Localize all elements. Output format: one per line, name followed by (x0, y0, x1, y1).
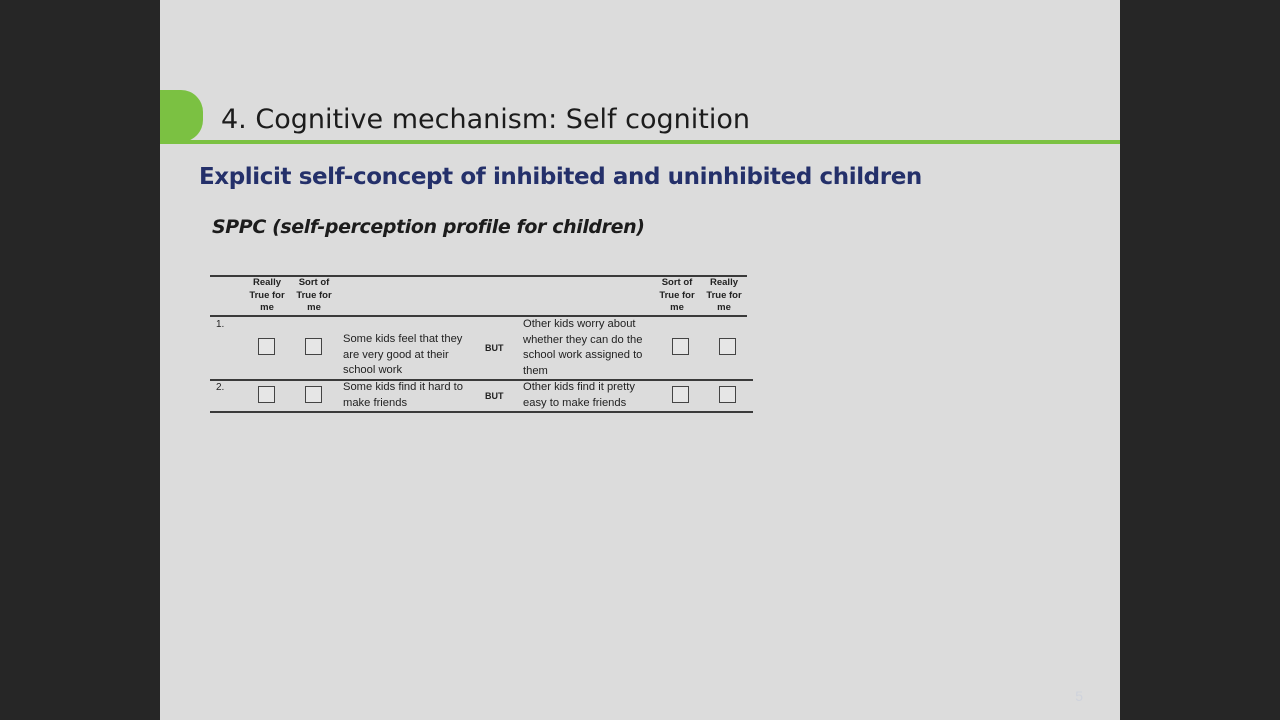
right-statement: Other kids worry about whether they can … (523, 318, 643, 377)
right-statement: Other kids find it pretty easy to make f… (523, 381, 635, 409)
checkbox-sort-of-true-left[interactable] (305, 386, 322, 403)
but-connector: BUT (485, 343, 504, 353)
table-top-rule (210, 275, 747, 277)
title-accent-tab (160, 90, 203, 142)
but-connector: BUT (485, 391, 504, 401)
table-bottom-rule (210, 411, 753, 413)
header-bottom-rule (210, 315, 747, 317)
header-really-true-right: Really True for me (706, 277, 742, 313)
left-statement: Some kids find it hard to make friends (343, 381, 464, 409)
checkbox-really-true-left[interactable] (258, 338, 275, 355)
item-number: 2. (216, 382, 225, 393)
checkbox-really-true-right[interactable] (719, 338, 736, 355)
header-sort-of-true-left: Sort of True for me (296, 277, 332, 313)
instrument-heading: SPPC (self-perception profile for childr… (212, 216, 645, 238)
header-sort-of-true-right: Sort of True for me (659, 277, 695, 313)
header-really-true-left: Really True for me (249, 277, 285, 313)
title-underline (160, 140, 1120, 144)
checkbox-sort-of-true-right[interactable] (672, 338, 689, 355)
left-statement: Some kids feel that they are very good a… (343, 333, 463, 377)
checkbox-sort-of-true-left[interactable] (305, 338, 322, 355)
checkbox-really-true-right[interactable] (719, 386, 736, 403)
slide-subtitle: Explicit self-concept of inhibited and u… (199, 164, 922, 190)
checkbox-really-true-left[interactable] (258, 386, 275, 403)
slide-page-number: 5 (1075, 688, 1083, 704)
sppc-questionnaire: Really True for me Sort of True for me S… (210, 275, 753, 415)
slide: 4. Cognitive mechanism: Self cognition E… (160, 0, 1120, 720)
slide-title: 4. Cognitive mechanism: Self cognition (221, 104, 750, 135)
checkbox-sort-of-true-right[interactable] (672, 386, 689, 403)
item-number: 1. (216, 319, 225, 330)
row-divider (210, 379, 753, 381)
